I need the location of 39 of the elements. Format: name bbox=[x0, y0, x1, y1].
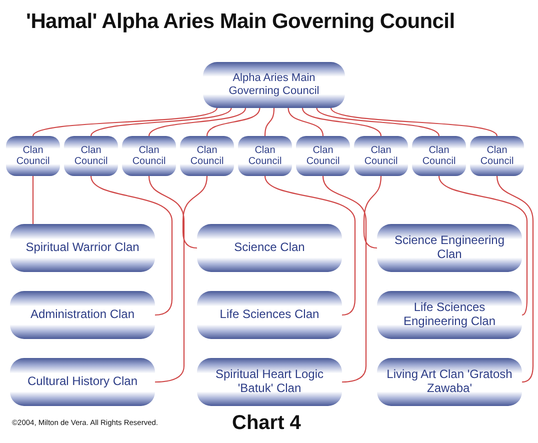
chart-title: 'Hamal' Alpha Aries Main Governing Council bbox=[26, 10, 455, 34]
clan-pill: Science Clan bbox=[197, 224, 342, 272]
connector-line bbox=[288, 108, 324, 136]
clan-pill: Science Engineering Clan bbox=[377, 224, 522, 272]
connector-line bbox=[264, 176, 356, 316]
clan-council-pill: Clan Council bbox=[296, 136, 350, 176]
connector-line bbox=[90, 108, 232, 136]
clan-pill: Administration Clan bbox=[10, 291, 155, 339]
connector-line bbox=[206, 108, 260, 136]
clan-pill: Life Sciences Clan bbox=[197, 291, 342, 339]
clan-pill: Living Art Clan 'Gratosh Zawaba' bbox=[377, 358, 522, 406]
connector-line bbox=[330, 108, 498, 136]
clan-council-pill: Clan Council bbox=[470, 136, 524, 176]
connector-line bbox=[182, 176, 208, 249]
clan-council-pill: Clan Council bbox=[122, 136, 176, 176]
clan-council-pill: Clan Council bbox=[6, 136, 60, 176]
connector-line bbox=[32, 176, 34, 224]
clan-council-pill: Clan Council bbox=[180, 136, 234, 176]
clan-pill: Spiritual Heart Logic 'Batuk' Clan bbox=[197, 358, 342, 406]
clan-council-pill: Clan Council bbox=[238, 136, 292, 176]
connector-line bbox=[322, 176, 367, 383]
clan-council-pill: Clan Council bbox=[412, 136, 466, 176]
connector-line bbox=[32, 108, 218, 136]
connector-line bbox=[302, 108, 382, 136]
clan-pill: Spiritual Warrior Clan bbox=[10, 224, 155, 272]
connector-line bbox=[90, 176, 173, 316]
connector-line bbox=[496, 176, 534, 383]
clan-council-pill: Clan Council bbox=[354, 136, 408, 176]
connector-line bbox=[264, 108, 275, 136]
clan-pill: Cultural History Clan bbox=[10, 358, 155, 406]
connector-line bbox=[148, 108, 246, 136]
connector-line bbox=[148, 176, 185, 383]
connector-line bbox=[316, 108, 440, 136]
council-pill: Alpha Aries Main Governing Council bbox=[203, 62, 345, 108]
clan-pill: Life Sciences Engineering Clan bbox=[377, 291, 522, 339]
chart-caption: Chart 4 bbox=[232, 412, 301, 435]
connector-line bbox=[438, 176, 528, 316]
connector-line bbox=[363, 176, 382, 249]
clan-council-pill: Clan Council bbox=[64, 136, 118, 176]
